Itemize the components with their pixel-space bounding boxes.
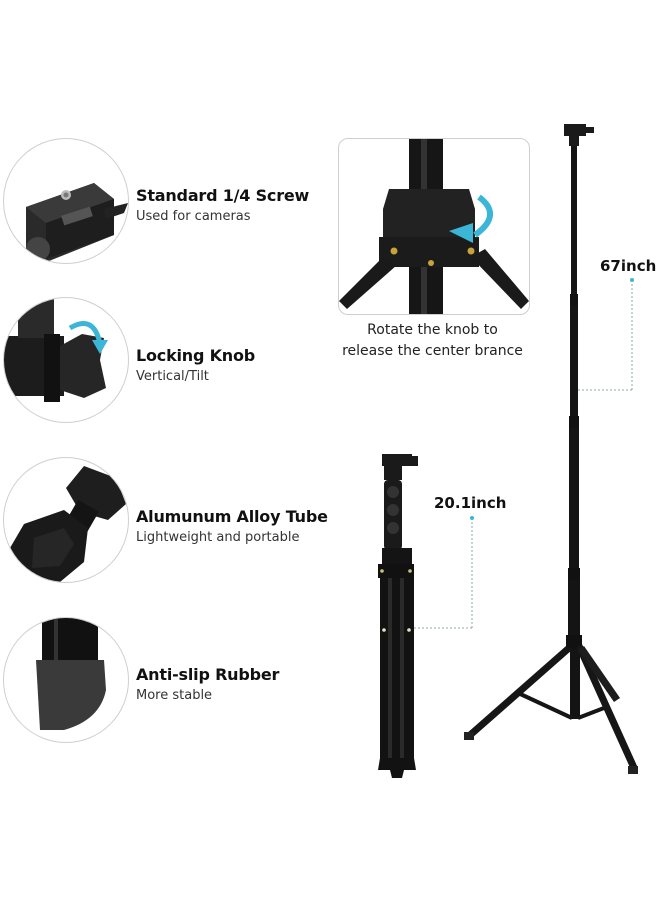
feature-title: Anti-slip Rubber xyxy=(136,665,280,684)
feature-image-screw xyxy=(3,138,129,264)
feature-subtitle: Vertical/Tilt xyxy=(136,369,209,384)
rubber-foot-icon xyxy=(36,618,106,730)
extended-height-label: 67inch xyxy=(600,257,657,275)
feature-image-tube xyxy=(3,457,129,583)
feature-subtitle: Used for cameras xyxy=(136,209,251,224)
feature-image-rubber xyxy=(3,617,129,743)
locking-knob-icon xyxy=(4,298,108,402)
feature-subtitle: More stable xyxy=(136,688,213,703)
extended-tripod-image xyxy=(464,124,638,774)
feature-image-knob xyxy=(3,297,129,423)
feature-title: Locking Knob xyxy=(136,346,256,365)
camera-mount-icon xyxy=(26,183,128,263)
center-brace-detail-image xyxy=(338,138,530,315)
feature-title: Standard 1/4 Screw xyxy=(136,186,310,205)
tube-clamp-icon xyxy=(10,466,126,582)
detail-caption: Rotate the knob to release the center br… xyxy=(330,320,535,362)
center-brace-knob-icon xyxy=(339,139,529,314)
folded-tripod-image xyxy=(378,454,474,778)
caption-line: Rotate the knob to xyxy=(367,322,498,338)
folded-height-label: 20.1inch xyxy=(434,494,507,512)
feature-title: Alumunum Alloy Tube xyxy=(136,507,328,526)
caption-line: release the center brance xyxy=(342,343,523,359)
feature-subtitle: Lightweight and portable xyxy=(136,530,300,545)
